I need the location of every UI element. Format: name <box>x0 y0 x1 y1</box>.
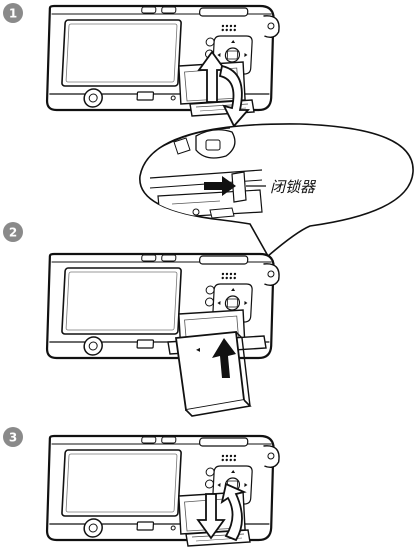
step-1-panel: 1 <box>3 3 282 128</box>
svg-text:◂: ◂ <box>196 345 200 354</box>
insert-arrow-icon <box>212 338 236 378</box>
latch-label: 闭锁器 <box>270 178 317 196</box>
camera-illustration <box>43 4 282 112</box>
curved-up-arrow-icon <box>220 482 247 542</box>
step-2-panel: 2 <box>3 123 414 417</box>
step-2-badge: 2 <box>3 222 23 242</box>
step-1-number: 1 <box>9 7 17 21</box>
step-1-badge: 1 <box>3 3 23 23</box>
step-2-number: 2 <box>9 226 17 240</box>
down-arrow-icon <box>196 493 226 540</box>
up-arrow-icon <box>197 50 227 103</box>
latch-callout-bubble: 闭锁器 <box>139 123 414 258</box>
curved-down-arrow-icon <box>218 64 250 128</box>
step-3-badge: 3 <box>3 427 23 447</box>
step-3-number: 3 <box>9 431 17 445</box>
latch-arrow-icon <box>204 176 236 196</box>
camera-illustration <box>43 434 282 542</box>
step-3-panel: 3 <box>3 427 282 547</box>
